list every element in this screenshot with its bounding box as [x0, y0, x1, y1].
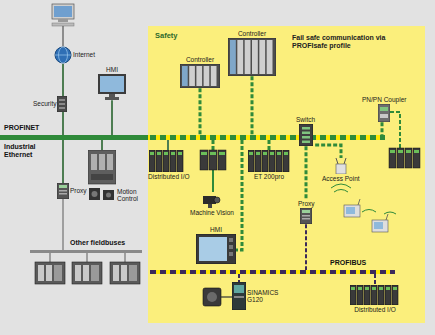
device-label: HMI [210, 226, 222, 233]
bus-name: PROFIBUS [330, 259, 366, 267]
device-node: HMI [98, 66, 126, 100]
device-label: ET 200pro [254, 173, 284, 180]
device-icon [54, 46, 72, 64]
device-label: Security [33, 100, 56, 107]
fieldbus-devices [35, 262, 140, 284]
device-label: Controller [186, 56, 214, 63]
device-label: Controller [238, 30, 266, 37]
device-label: Internet [73, 51, 95, 58]
network-link [167, 140, 169, 150]
network-link [101, 140, 103, 150]
network-link [62, 140, 64, 183]
note-text: Fail safe communication via PROFIsafe pr… [292, 34, 404, 50]
safety-area: SafetyControllerControllerSwitchET 200pr… [148, 26, 425, 323]
device-node: Switch [296, 116, 315, 146]
device-node: Distributed I/O [148, 150, 190, 180]
network-link [62, 64, 64, 96]
device-icon [334, 158, 348, 174]
bus-line: PROFINETIndustrial Ethernet [0, 135, 385, 140]
bus-name: Other fieldbuses [70, 239, 125, 247]
network-link [305, 146, 308, 200]
area-title: Safety [155, 32, 178, 40]
device-node: ET 200pro [248, 150, 290, 180]
fieldbus-devices [50, 253, 125, 262]
device-icon [149, 150, 189, 172]
device-node: Controller [228, 30, 276, 76]
device-node: Access Point [322, 158, 360, 182]
network-link [111, 100, 113, 135]
device-icon [57, 96, 67, 112]
device-label: Motion Control [117, 188, 147, 202]
device-label: Proxy [298, 200, 315, 207]
device-node: Security [33, 96, 67, 112]
device-label: Switch [296, 116, 315, 123]
device-node: Distributed I/O [350, 285, 400, 313]
bus-line: PROFIBUS [150, 270, 395, 274]
device-node: Proxy [57, 183, 87, 199]
bus-name: Industrial Ethernet [4, 143, 46, 158]
device-icon [248, 150, 290, 172]
device-label: HMI [106, 66, 118, 73]
device-label: Distributed I/O [354, 306, 396, 313]
device-node: SINAMICS G120 [232, 282, 285, 310]
device-icon [350, 285, 400, 305]
device-node: Proxy [298, 200, 315, 224]
device-node: HMI [196, 226, 236, 264]
device-icon [232, 282, 246, 310]
device-node: Machine Vision [190, 192, 234, 216]
device-label: Proxy [70, 187, 87, 194]
device-node: Motion Control [88, 150, 147, 202]
device-node: Controller [180, 56, 220, 88]
device-label: SINAMICS G120 [247, 289, 285, 303]
device-icon [299, 124, 313, 146]
device-icon [57, 183, 69, 199]
device-label: PN/PN Coupler [362, 96, 406, 103]
bus-name: PROFINET [4, 124, 39, 132]
device-label: Machine Vision [190, 209, 234, 216]
device-icon [300, 208, 312, 224]
bus-line: Other fieldbuses [30, 250, 142, 253]
device-icon [378, 104, 390, 122]
network-link [62, 112, 64, 135]
device-label: Access Point [322, 175, 360, 182]
device-icon [98, 74, 126, 100]
device-icon [228, 38, 276, 76]
device-icon [180, 64, 220, 88]
network-link [62, 199, 64, 250]
device-node: Internet [54, 46, 95, 64]
device-icon [196, 234, 236, 264]
device-icon [203, 192, 221, 208]
device-node: PN/PN Coupler [362, 96, 406, 122]
device-icon [88, 150, 116, 202]
network-link [238, 274, 240, 282]
device-label: Distributed I/O [148, 173, 190, 180]
computer-icon [52, 4, 74, 46]
